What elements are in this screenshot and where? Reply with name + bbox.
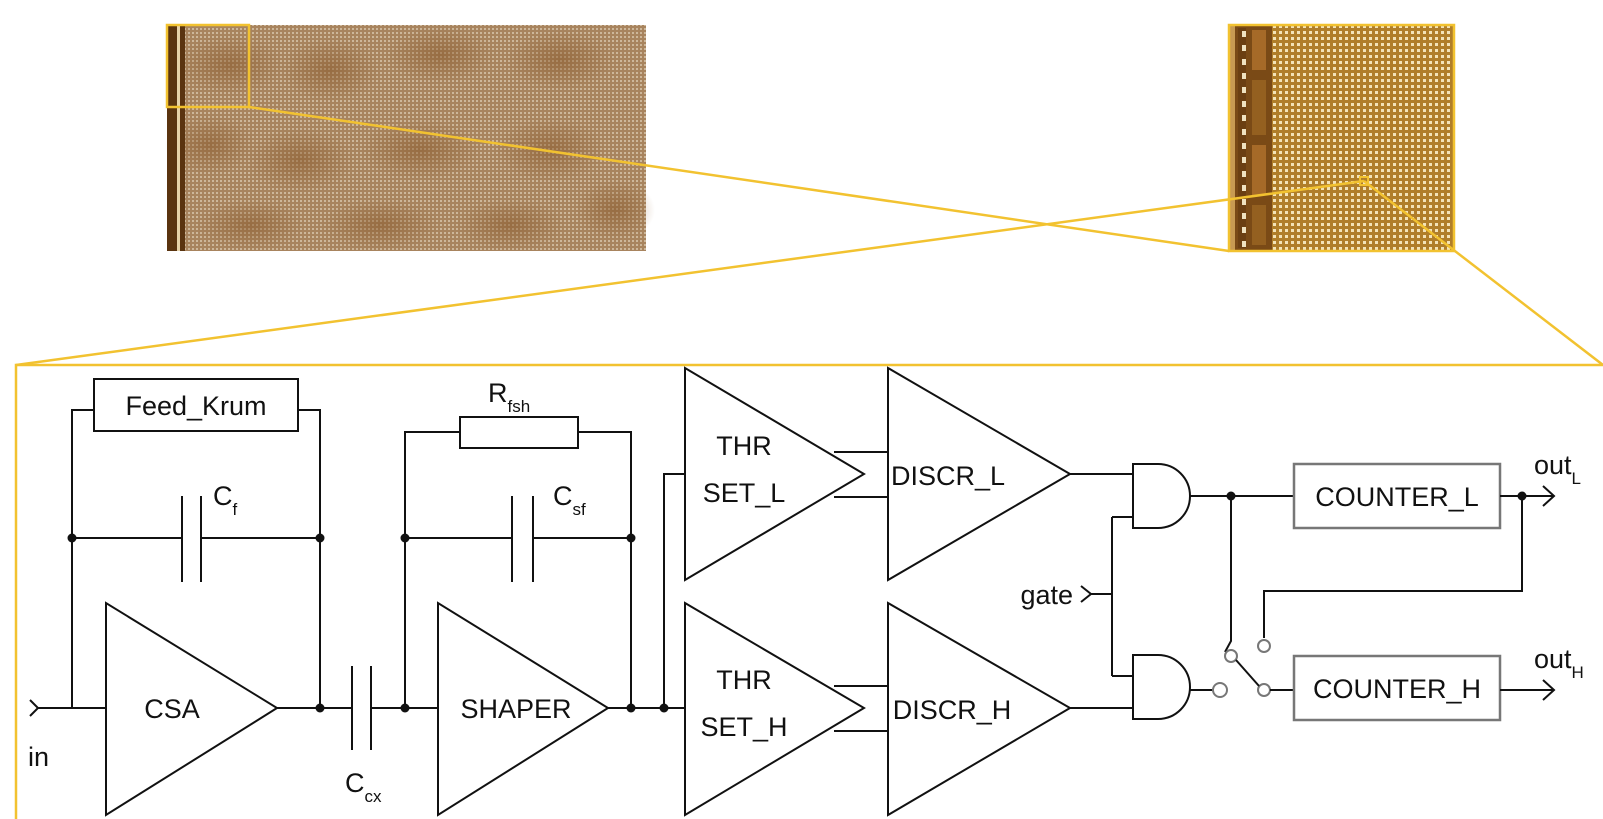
rfsh-resistor — [459, 416, 579, 449]
out-h-label: outH — [1534, 644, 1584, 682]
discr-h-label: DISCR_H — [893, 695, 1012, 725]
input-label: in — [28, 742, 49, 772]
thr-l-line2: SET_L — [703, 478, 786, 508]
die-pad-column — [1238, 28, 1246, 248]
zoom-line-left-bottom — [248, 105, 1230, 253]
left-zoom-marker — [165, 23, 251, 109]
csf-label: Csf — [553, 481, 586, 519]
counter-l-box — [1292, 462, 1502, 530]
thr-h-line2: SET_H — [700, 712, 787, 742]
cf-label: Cf — [213, 481, 238, 519]
out-h-arrow — [1542, 679, 1556, 701]
gate-arrow — [1080, 585, 1093, 603]
shaper-amplifier — [437, 601, 610, 817]
schematic-frame — [14, 363, 1603, 819]
out-l-arrow — [1542, 485, 1556, 507]
thr-l-line1: THR — [716, 431, 772, 461]
and-gate-h — [1132, 654, 1191, 720]
switch-contact-a — [1224, 649, 1238, 663]
right-die-micrograph — [1229, 25, 1454, 251]
thr-h-line1: THR — [716, 665, 772, 695]
discr-l-comparator — [887, 366, 1072, 582]
counter-h-box — [1292, 654, 1502, 722]
out-l-label: outL — [1534, 450, 1581, 488]
thr-set-l-amplifier — [684, 366, 866, 582]
feed-krum-label: Feed_Krum — [125, 391, 266, 421]
gate-label: gate — [1020, 580, 1073, 610]
csa-label: CSA — [144, 694, 200, 724]
zoom-frames — [14, 23, 1603, 819]
feed-krum-block — [93, 378, 299, 432]
discr-h-comparator — [887, 601, 1072, 817]
left-micrograph — [165, 25, 655, 251]
thr-set-h-amplifier — [684, 601, 866, 817]
input-arrow — [29, 699, 40, 717]
zoom-line-pixel-left — [15, 179, 1365, 367]
ccx-label: Ccx — [345, 768, 382, 806]
and-gate-l — [1132, 463, 1191, 529]
left-micrograph-edge — [167, 25, 185, 251]
rfsh-label: Rfsh — [488, 378, 530, 416]
shaper-label: SHAPER — [460, 694, 571, 724]
inverter-bubble — [1212, 682, 1228, 698]
zoom-line-pixel-right — [1363, 180, 1603, 366]
left-micrograph-mottle — [165, 27, 655, 251]
schematic: in Feed_Krum Cf CSA Ccx Rfsh Csf — [28, 366, 1584, 817]
counter-h-label: COUNTER_H — [1313, 674, 1481, 704]
csa-amplifier — [105, 601, 279, 817]
discr-l-label: DISCR_L — [891, 461, 1005, 491]
switch-contact-c — [1257, 683, 1271, 697]
switch-arm — [1235, 659, 1260, 687]
switch-contact-b — [1257, 639, 1271, 653]
counter-l-label: COUNTER_L — [1315, 482, 1479, 512]
die-frame — [1227, 23, 1456, 253]
